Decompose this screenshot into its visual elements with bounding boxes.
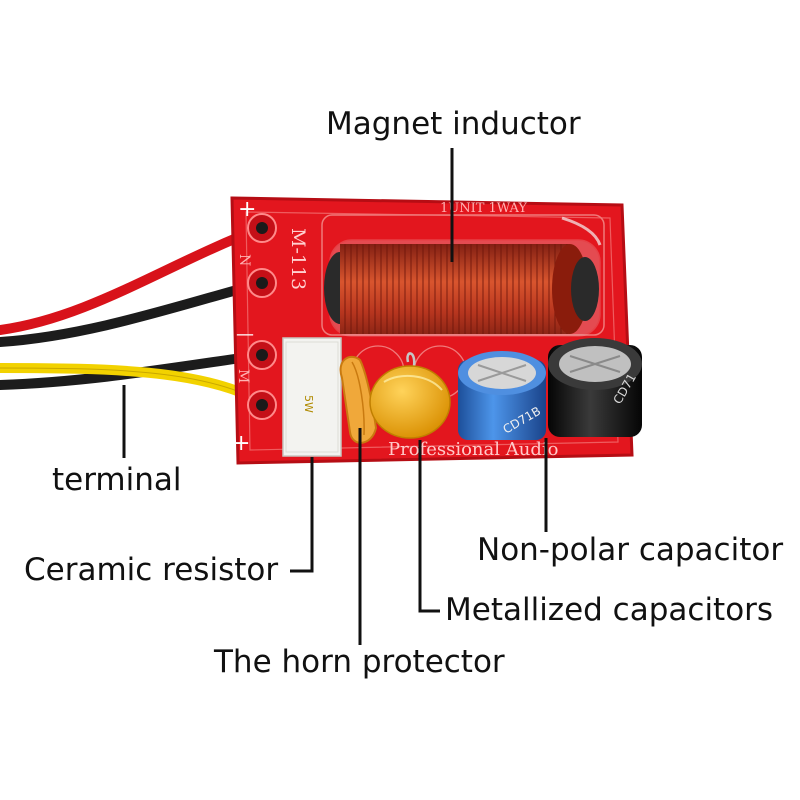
leader-lines <box>122 148 548 645</box>
black-wire-top <box>0 278 267 347</box>
board-m-label: M <box>235 369 251 383</box>
non-polar-capacitor-component: CD71 <box>548 338 642 437</box>
input-wires <box>0 223 267 405</box>
board-footer-text: Professional Audio <box>388 439 558 460</box>
board-header-text: 1UNIT 1WAY <box>440 201 527 216</box>
ceramic-resistor-component: 5W <box>282 337 342 457</box>
metallized-capacitor-component <box>369 352 451 439</box>
label-terminal: terminal <box>52 462 182 498</box>
svg-text:5W: 5W <box>302 395 315 413</box>
board-plus-top: + <box>238 197 256 222</box>
label-ceramic-resistor: Ceramic resistor <box>24 552 279 588</box>
label-metallized-capacitors: Metallized capacitors <box>445 592 774 628</box>
yellow-wire-outline <box>0 367 259 401</box>
board-minus-mid: — <box>236 324 254 345</box>
leader-metallized-capacitors <box>418 440 440 613</box>
leader-ceramic-resistor <box>290 457 314 573</box>
board-plus-bottom: + <box>232 431 250 456</box>
board-silkscreen: + N — M + M-113 1UNIT 1WAY Professional … <box>232 197 558 460</box>
magnet-inductor-component <box>324 216 602 337</box>
label-horn-protector: The horn protector <box>214 644 505 680</box>
red-wire-top <box>0 223 267 335</box>
blue-capacitor-component: CD71B <box>458 351 546 440</box>
board-model-number: M-113 <box>287 228 309 290</box>
label-non-polar-capacitor: Non-polar capacitor <box>477 532 784 568</box>
label-magnet-inductor: Magnet inductor <box>326 106 581 142</box>
board-n-label: N <box>236 254 252 266</box>
